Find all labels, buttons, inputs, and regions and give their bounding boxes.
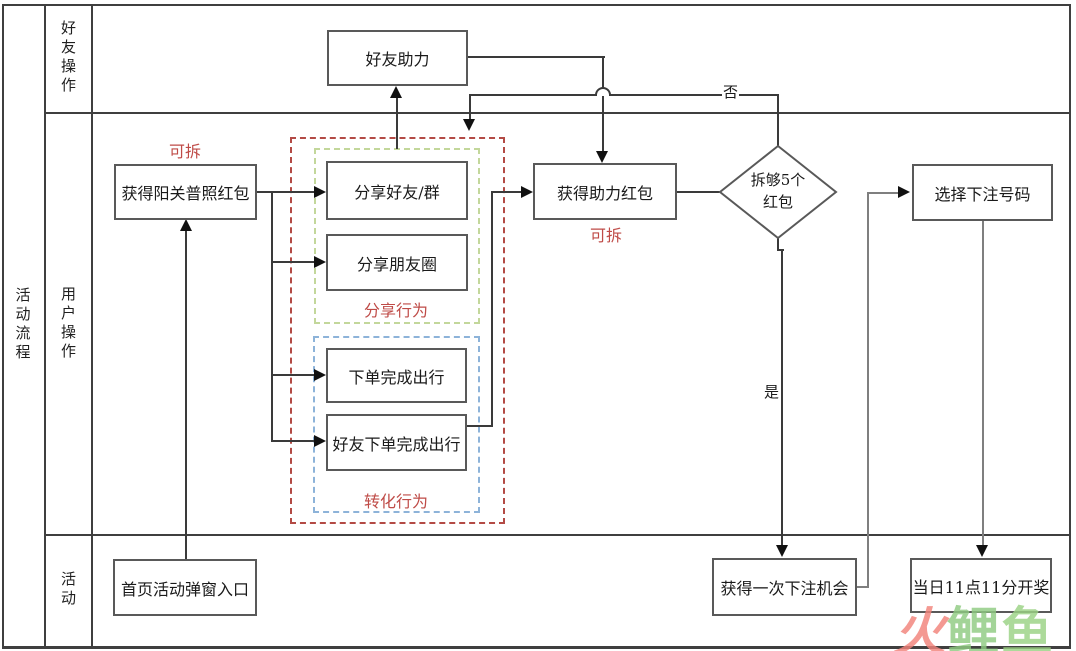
edge-chance-to-choose-arrow bbox=[898, 186, 910, 198]
edge-boosthelp-down-line bbox=[602, 56, 604, 152]
node-share-moments: 分享朋友圈 bbox=[326, 234, 468, 291]
edge-choose-to-draw-arrow bbox=[976, 545, 988, 557]
node-order-complete-trip: 下单完成出行 bbox=[326, 348, 467, 403]
decision-text-line1: 拆够5个 bbox=[750, 171, 806, 190]
edge-no-up-line bbox=[777, 94, 779, 147]
edge-choose-to-draw-line bbox=[982, 221, 984, 546]
edge-no-horizontal-line bbox=[470, 94, 779, 96]
annotation-openable-top: 可拆 bbox=[168, 142, 201, 161]
watermark-char-carp: 鲤 bbox=[947, 590, 1001, 651]
node-share-friends-group: 分享好友/群 bbox=[326, 161, 468, 220]
edge-boosthelp-right-line bbox=[468, 56, 605, 58]
edge-boosthelp-to-boost-arrow bbox=[596, 151, 608, 163]
lane-label-activity: 活动 bbox=[59, 571, 77, 609]
group-caption-conversion-behavior: 转化行为 bbox=[363, 492, 428, 511]
node-friend-boost: 好友助力 bbox=[327, 30, 468, 86]
column-divider-title bbox=[44, 4, 46, 646]
lane-divider-bottom bbox=[45, 534, 1069, 536]
edge-bus-to-moments-line bbox=[272, 261, 316, 263]
diagram-outer-border bbox=[2, 4, 1071, 649]
edge-yes-jog-h bbox=[777, 249, 784, 251]
edge-yes-down-arrow bbox=[776, 545, 788, 557]
node-friend-order-complete-trip: 好友下单完成出行 bbox=[326, 414, 467, 471]
group-conversion-behavior bbox=[313, 336, 480, 513]
group-share-behavior bbox=[314, 148, 480, 324]
edge-yes-jog-v1 bbox=[777, 238, 779, 251]
annotation-openable-bottom: 可拆 bbox=[589, 226, 622, 245]
edge-right-bus-line bbox=[491, 191, 493, 427]
edge-label-yes: 是 bbox=[763, 383, 781, 401]
edge-bus-to-moments-arrow bbox=[314, 256, 326, 268]
decision-diamond-shape bbox=[718, 144, 838, 240]
edge-chance-up-line bbox=[867, 192, 869, 588]
node-choose-bet-number: 选择下注号码 bbox=[912, 164, 1053, 221]
edge-chance-to-choose-line bbox=[868, 192, 899, 194]
node-lottery-draw: 当日11点11分开奖 bbox=[910, 558, 1052, 613]
lane-label-friend-ops: 好友操作 bbox=[59, 20, 77, 96]
edge-chance-out-line bbox=[857, 586, 869, 588]
edge-sunshine-to-share-line bbox=[257, 191, 316, 193]
edge-entry-to-sunshine-arrow bbox=[180, 219, 192, 231]
edge-friend-order-out-line bbox=[467, 425, 493, 427]
node-get-bet-chance: 获得一次下注机会 bbox=[712, 558, 857, 616]
column-divider-lanes bbox=[91, 4, 93, 646]
watermark-char-fire: 火 bbox=[893, 603, 948, 651]
watermark-char-fish: 鱼 bbox=[1001, 603, 1056, 651]
edge-yes-down-line bbox=[781, 249, 783, 546]
edge-no-down-arrow bbox=[463, 119, 475, 131]
node-boost-redpacket: 获得助力红包 bbox=[533, 163, 677, 220]
edge-boost-to-decision-line bbox=[677, 191, 722, 193]
edge-no-line-hop bbox=[595, 87, 611, 96]
edge-share-to-boosthelp-line bbox=[396, 98, 398, 149]
decision-text: 拆够5个 红包 bbox=[718, 144, 838, 240]
edge-bus-to-friend-order-line bbox=[272, 440, 316, 442]
edge-sunshine-to-share-arrow bbox=[314, 186, 326, 198]
node-decision-five-redpackets: 拆够5个 红包 bbox=[718, 144, 838, 240]
edge-bus-to-boost-arrow bbox=[521, 186, 533, 198]
node-sunshine-redpacket: 获得阳关普照红包 bbox=[114, 164, 257, 220]
watermark: 火鲤鱼 bbox=[893, 590, 1055, 651]
diagram-title: 活动流程 bbox=[13, 287, 32, 363]
edge-left-bus-line bbox=[271, 191, 273, 442]
edge-bus-to-friend-order-arrow bbox=[314, 435, 326, 447]
edge-label-no: 否 bbox=[722, 83, 740, 101]
edge-entry-to-sunshine-line bbox=[185, 230, 187, 559]
edge-bus-to-order-arrow bbox=[314, 369, 326, 381]
decision-text-line2: 红包 bbox=[762, 193, 793, 211]
edge-bus-to-boost-line bbox=[492, 191, 522, 193]
node-homepage-popup-entry: 首页活动弹窗入口 bbox=[113, 559, 257, 616]
lane-divider-top bbox=[45, 112, 1069, 114]
edge-no-down-line bbox=[469, 94, 471, 120]
lane-label-user-ops: 用户操作 bbox=[59, 285, 77, 362]
group-caption-share-behavior: 分享行为 bbox=[363, 301, 428, 320]
edge-share-to-boosthelp-arrow bbox=[390, 86, 402, 98]
edge-bus-to-order-line bbox=[272, 374, 316, 376]
